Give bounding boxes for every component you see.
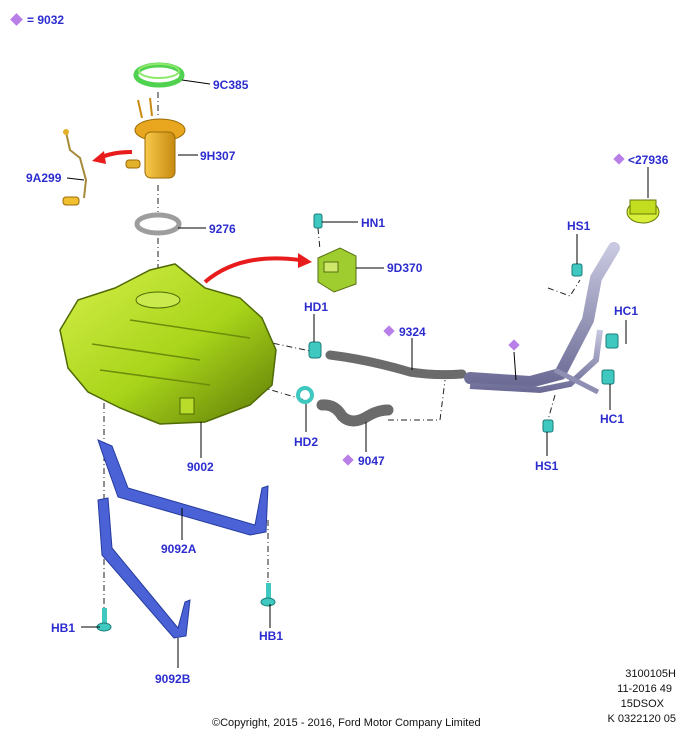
red-arrows [92, 150, 312, 284]
legend: = 9032 [10, 13, 64, 27]
legend-text: = 9032 [27, 13, 64, 27]
hd2-clamp [296, 386, 314, 404]
label-9c385: 9C385 [213, 78, 249, 92]
strap-9092b [97, 497, 191, 639]
hose-9047 [316, 399, 394, 427]
hn1-clip [313, 213, 323, 229]
hb1-bolt-left [96, 608, 112, 632]
label-9d370: 9D370 [387, 261, 423, 275]
ref-line-4: K 0322120 05 [607, 713, 676, 725]
label-9092b: 9092B [155, 672, 191, 686]
fuel-pump-module [125, 97, 186, 179]
label-9276: 9276 [209, 222, 236, 236]
part-labels: 9C385 9H307 9A299 9276 HN1 9D370 <27936 … [26, 78, 669, 686]
diamond-icon [10, 13, 23, 26]
diamond-icon [508, 339, 520, 351]
leader-lines [66, 79, 649, 668]
label-hb1-left: HB1 [51, 621, 75, 635]
diamond-icon [342, 454, 354, 466]
filler-pipe [464, 242, 620, 395]
label-hs1-top: HS1 [567, 219, 591, 233]
label-9092a: 9092A [161, 542, 197, 556]
label-27936: <27936 [628, 153, 669, 167]
label-9324: 9324 [399, 325, 426, 339]
label-9047: 9047 [358, 454, 385, 468]
vent-valve [317, 247, 357, 293]
fuel-level-sender [62, 129, 88, 206]
ref-line-2: 11-2016 49 [617, 683, 672, 695]
hs1-clip-top [571, 263, 583, 277]
ref-line-3: 15DSOX [621, 698, 665, 710]
hc1-clip-bottom [601, 369, 615, 385]
label-hn1: HN1 [361, 216, 385, 230]
label-hs1-bottom: HS1 [535, 459, 559, 473]
label-9h307: 9H307 [200, 149, 236, 163]
hs1-clip-bottom [542, 419, 554, 433]
label-hd2: HD2 [294, 435, 318, 449]
label-9002: 9002 [187, 460, 214, 474]
label-9a299: 9A299 [26, 171, 62, 185]
diamond-icon [383, 325, 395, 337]
label-hc1-top: HC1 [614, 304, 638, 318]
filler-cap [626, 199, 660, 224]
seal-ring [134, 212, 182, 236]
hd1-clamp [308, 341, 322, 359]
hose-9324 [325, 350, 467, 380]
hc1-clip-top [605, 333, 619, 349]
label-hd1: HD1 [304, 300, 328, 314]
lock-ring [133, 62, 185, 88]
diamond-icon [613, 153, 625, 165]
copyright-text: ©Copyright, 2015 - 2016, Ford Motor Comp… [212, 717, 481, 729]
footer: ©Copyright, 2015 - 2016, Ford Motor Comp… [212, 668, 676, 729]
hb1-bolt-right [260, 583, 276, 607]
ref-line-1: 3100105H [625, 668, 676, 680]
fuel-tank [59, 263, 277, 425]
label-hb1-right: HB1 [259, 629, 283, 643]
label-hc1-bottom: HC1 [600, 412, 624, 426]
strap-9092a [97, 439, 269, 536]
diamond-markers [342, 153, 625, 466]
